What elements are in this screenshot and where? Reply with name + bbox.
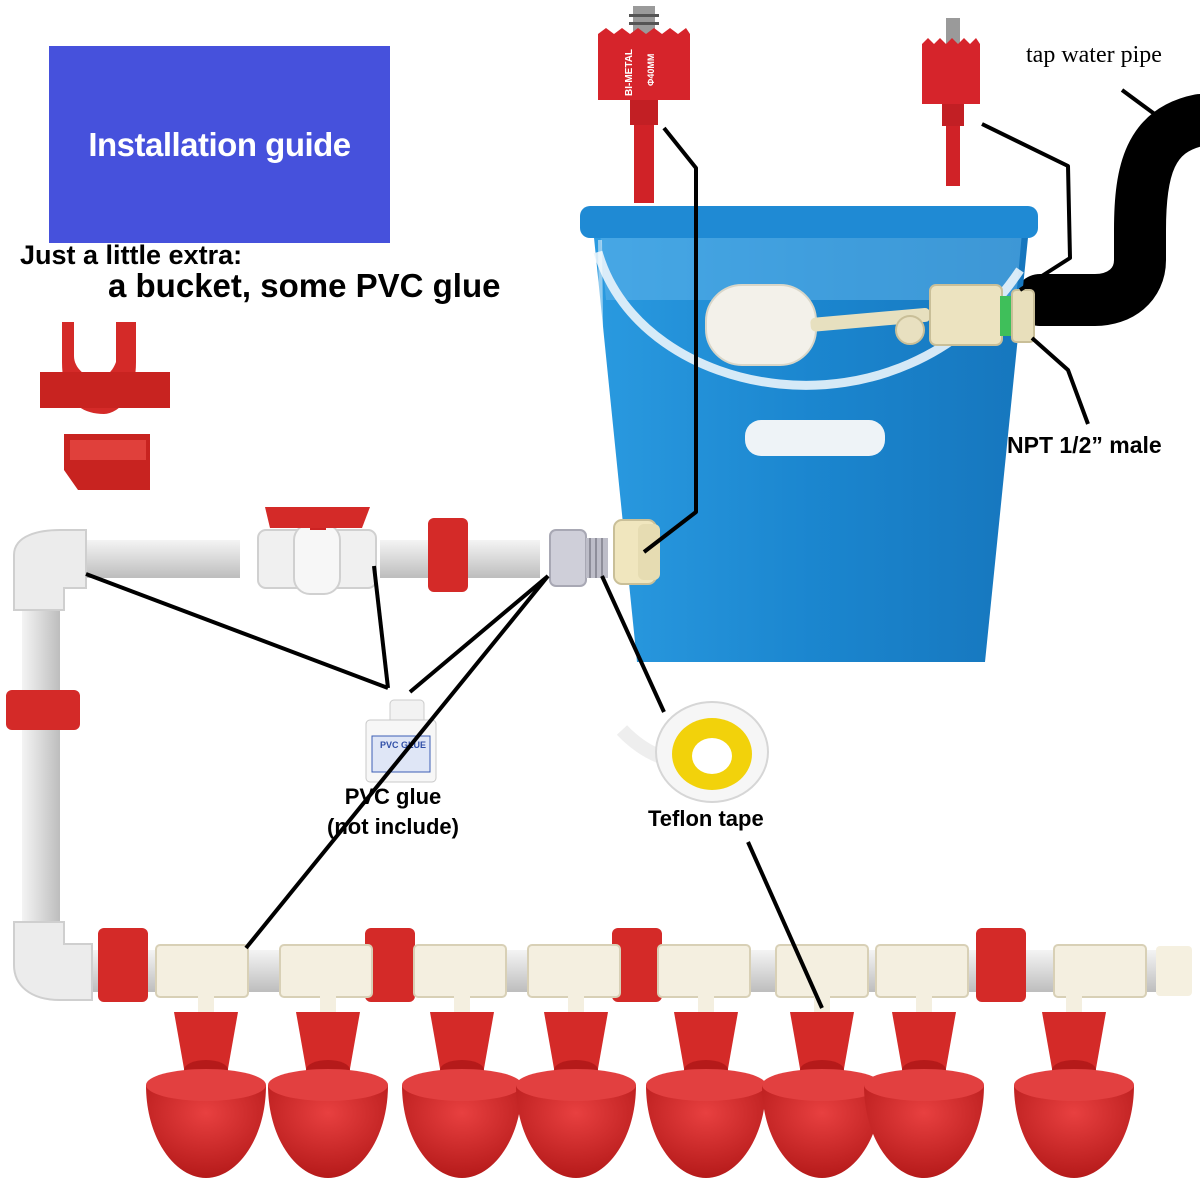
teflon-tape (616, 701, 769, 803)
installation-guide-title: Installation guide (88, 125, 351, 163)
extra-line-1: Just a little extra: (20, 240, 243, 270)
tee-fittings (155, 944, 1147, 998)
hole-saw-brand: BI-METAL (624, 49, 635, 96)
hole-saw-size: Φ40MM (646, 54, 656, 86)
installation-guide-banner: Installation guide (49, 46, 390, 243)
pipe-clamp-base (64, 434, 150, 490)
bulkhead-fitting (613, 519, 660, 585)
threaded-adapter (549, 529, 608, 587)
not-include-label: (not include) (327, 814, 459, 839)
drinker-cups (146, 985, 1134, 1178)
npt-label: NPT 1/2” male (1007, 432, 1162, 458)
ball-valve (257, 507, 377, 595)
pipe-clips (6, 518, 1026, 1002)
glue-can-label: PVC GLUE (380, 740, 426, 750)
bucket (580, 206, 1038, 662)
hole-saw-large (598, 6, 690, 203)
tap-water-pipe-label: tap water pipe (1026, 42, 1162, 68)
hole-saw-small (922, 18, 980, 186)
pvc-glue-caption: PVC glue (not include) (318, 782, 468, 842)
float-valve (705, 284, 1035, 366)
pvc-glue-label: PVC glue (344, 784, 442, 809)
extra-line-2: a bucket, some PVC glue (108, 267, 501, 304)
leader-lines (85, 88, 1162, 1009)
pipe-clamp-open (40, 322, 170, 414)
teflon-tape-label: Teflon tape (648, 806, 764, 831)
tap-water-pipe (1014, 94, 1200, 326)
